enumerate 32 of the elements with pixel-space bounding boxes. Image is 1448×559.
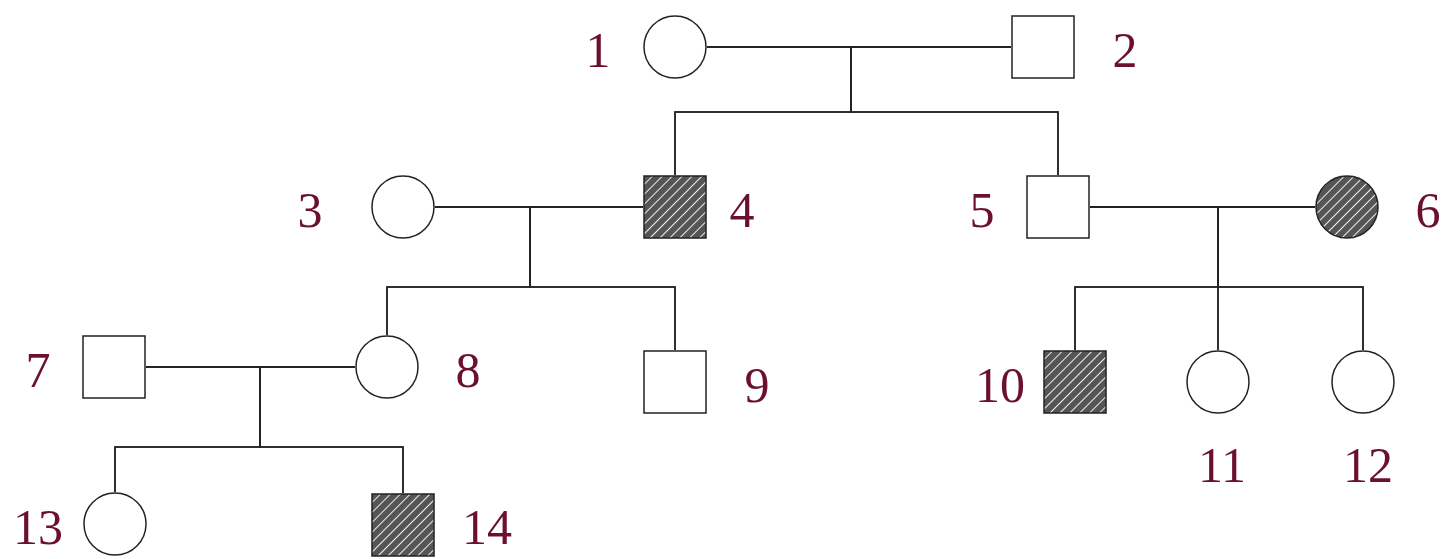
individual-number: 11 — [1197, 440, 1247, 490]
individual-number: 3 — [297, 185, 323, 235]
male-square — [643, 350, 707, 414]
female-circle — [83, 492, 147, 556]
male-square — [1026, 175, 1090, 239]
pedigree-line — [850, 46, 1059, 176]
female-circle — [371, 175, 435, 239]
individual-number: 9 — [744, 360, 770, 410]
individual-number: 12 — [1343, 440, 1393, 490]
affected-male-square — [1043, 350, 1107, 414]
female-circle — [355, 335, 419, 399]
individual-number: 7 — [25, 345, 51, 395]
individual-number: 8 — [455, 345, 481, 395]
affected-male-square — [643, 175, 707, 239]
individual-number: 4 — [729, 185, 755, 235]
individual-number: 10 — [975, 360, 1025, 410]
individual-number: 14 — [462, 502, 512, 552]
individual-number: 13 — [13, 502, 63, 552]
pedigree-line — [529, 206, 676, 351]
individual-number: 6 — [1415, 185, 1441, 235]
individual-number: 5 — [969, 185, 995, 235]
female-circle — [1186, 350, 1250, 414]
individual-number: 2 — [1112, 25, 1138, 75]
pedigree-line — [1217, 206, 1364, 351]
affected-male-square — [371, 493, 435, 557]
affected-female-circle — [1315, 175, 1379, 239]
female-circle — [643, 15, 707, 79]
individual-number: 1 — [585, 25, 611, 75]
pedigree-line — [259, 366, 404, 494]
male-square — [1011, 15, 1075, 79]
female-circle — [1331, 350, 1395, 414]
male-square — [82, 335, 146, 399]
